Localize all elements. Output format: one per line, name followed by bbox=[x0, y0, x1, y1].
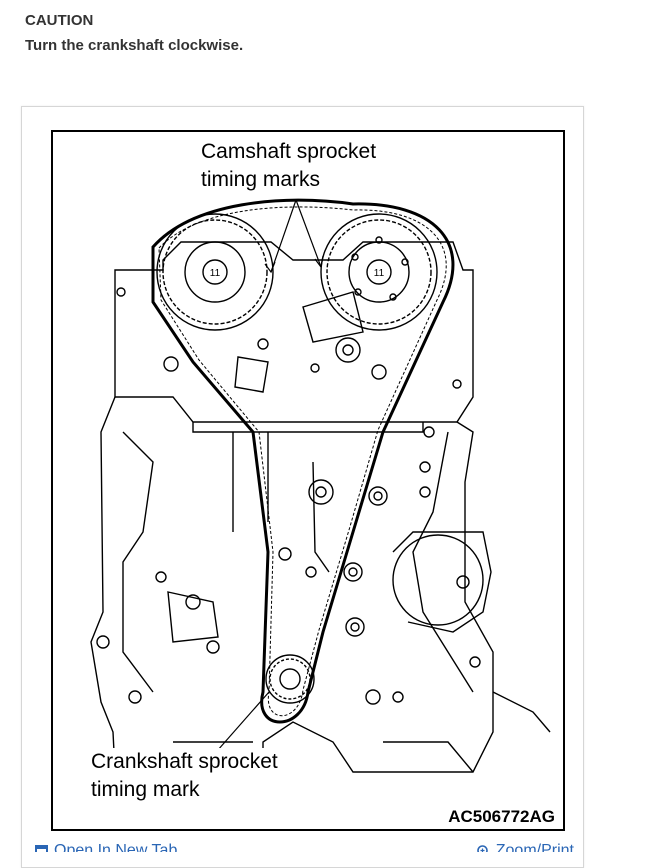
camshaft-callout: Camshaft sprocket timing marks bbox=[201, 138, 377, 194]
open-in-new-tab-link[interactable]: Open In New Tab bbox=[35, 842, 177, 852]
cam-bolt-label-right: 11 bbox=[374, 268, 385, 279]
caution-text: Turn the crankshaft clockwise. bbox=[25, 37, 244, 54]
zoom-icon bbox=[476, 844, 488, 852]
timing-belt-diagram: 11 11 Camshaft sprocket timing marks Cra… bbox=[51, 130, 565, 831]
caution-title: CAUTION bbox=[25, 12, 94, 29]
crankshaft-callout-line2: timing mark bbox=[91, 778, 200, 801]
caution-block: CAUTION Turn the crankshaft clockwise. bbox=[25, 11, 243, 55]
figure-footer: Open In New Tab Zoom/Print bbox=[21, 836, 582, 852]
engine-illustration: 11 11 bbox=[90, 198, 551, 773]
camshaft-callout-line2: timing marks bbox=[201, 168, 321, 191]
cam-bolt-label-left: 11 bbox=[210, 268, 221, 279]
crankshaft-callout-line1: Crankshaft sprocket bbox=[91, 750, 278, 773]
figure-id: AC506772AG bbox=[446, 807, 557, 827]
zoom-print-link[interactable]: Zoom/Print bbox=[476, 842, 574, 852]
open-in-new-tab-icon bbox=[35, 844, 48, 852]
crankshaft-callout: Crankshaft sprocket timing mark bbox=[91, 748, 278, 804]
zoom-print-label: Zoom/Print bbox=[495, 842, 574, 852]
camshaft-callout-line1: Camshaft sprocket bbox=[201, 140, 377, 163]
open-in-new-tab-label: Open In New Tab bbox=[54, 842, 178, 852]
